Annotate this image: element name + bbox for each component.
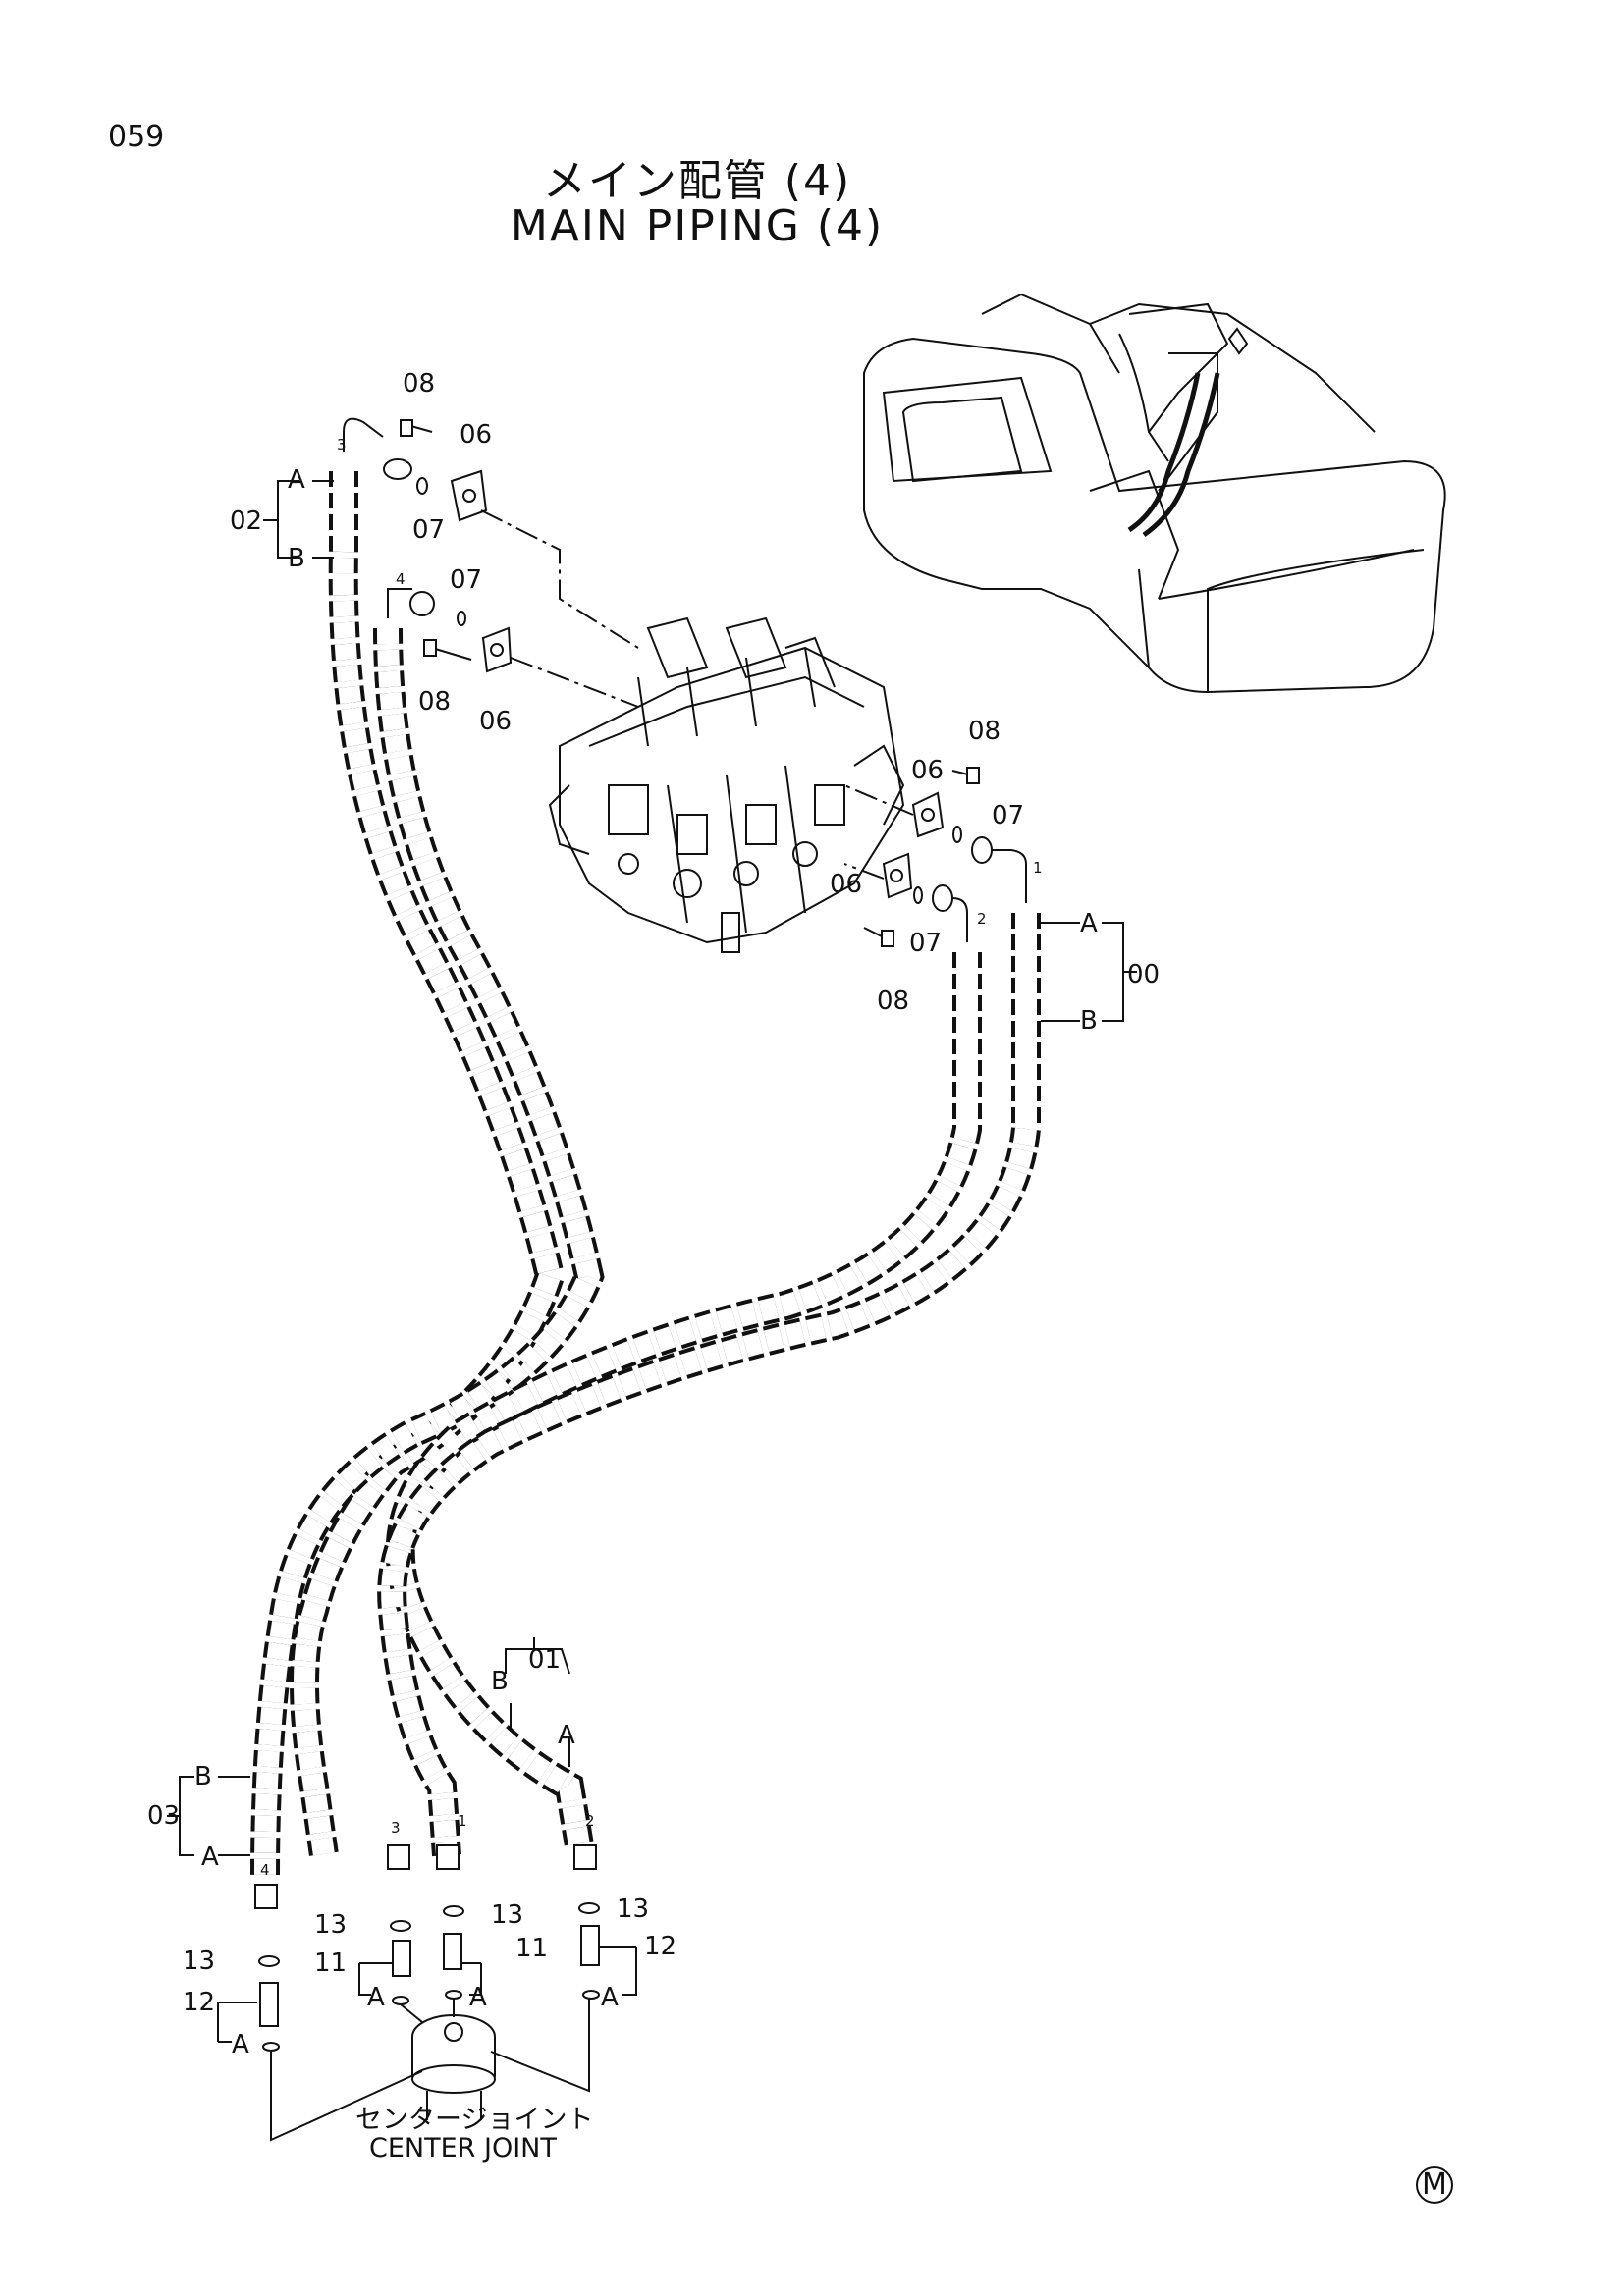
callout-00: 00 (1127, 960, 1161, 989)
hose-number-3-top: 3 (337, 436, 347, 454)
label-a-12-right: A (601, 1983, 619, 2012)
hoses (250, 471, 1041, 1876)
callout-07-right: 07 (992, 801, 1025, 830)
center-joint-leaders (270, 1998, 590, 2142)
hose-number-4-bottom: 4 (260, 1861, 270, 1879)
callout-07-lower: 07 (909, 929, 943, 958)
label-a-12-left: A (232, 2030, 249, 2059)
callout-06-top: 06 (460, 420, 493, 450)
callout-13-right: 13 (617, 1895, 650, 1924)
label-a-00: A (1080, 909, 1098, 938)
center-joint (411, 2014, 496, 2120)
hose-number-1-top: 1 (1033, 859, 1043, 877)
callout-07-top: 07 (412, 515, 446, 545)
center-joint-label-en: CENTER JOINT (369, 2133, 557, 2163)
title-english: MAIN PIPING (4) (510, 201, 885, 251)
callout-06-right: 06 (911, 756, 945, 785)
control-valve (548, 616, 905, 953)
flanges-and-bolts (400, 419, 980, 947)
callout-brackets (167, 480, 1137, 2043)
callout-13-mid: 13 (491, 1900, 524, 1930)
callout-06-mid: 06 (479, 707, 513, 736)
title-japanese: メイン配管 (4) (542, 156, 852, 206)
callout-03: 03 (147, 1801, 181, 1831)
hose-number-1-bottom: 1 (458, 1812, 467, 1830)
hose-end-fittings (254, 417, 1027, 1909)
bottom-fittings (258, 1902, 600, 2052)
callout-11-left: 11 (314, 1949, 348, 1978)
callout-11-right: 11 (515, 1934, 549, 1963)
label-a-03: A (201, 1842, 219, 1872)
callout-08-lower: 08 (877, 987, 910, 1016)
page-number: 059 (108, 120, 165, 154)
footer-mark: M (1416, 2166, 1453, 2204)
center-joint-label-jp: センタージョイント (355, 2105, 594, 2135)
hose-number-4-top: 4 (396, 570, 406, 588)
label-b-01: B (491, 1667, 509, 1696)
callout-07-mid: 07 (450, 565, 483, 595)
callout-08-top: 08 (403, 369, 436, 399)
label-b-02: B (288, 544, 305, 573)
callout-02: 02 (230, 507, 263, 536)
hose-number-2-bottom: 2 (585, 1812, 595, 1830)
callout-12-left: 12 (183, 1988, 216, 2017)
callout-06-lower: 06 (830, 870, 863, 899)
callout-13-far-left: 13 (183, 1947, 216, 1976)
callout-12-right: 12 (644, 1932, 677, 1961)
label-a-01: A (558, 1721, 575, 1750)
label-b-00: B (1080, 1006, 1098, 1036)
label-a-02: A (288, 465, 305, 495)
excavator-outline (863, 293, 1446, 694)
callout-08-mid: 08 (418, 687, 452, 717)
callout-01: 01 (528, 1645, 562, 1675)
callout-13-left: 13 (314, 1910, 348, 1940)
hose-number-3-bottom: 3 (391, 1819, 401, 1837)
label-b-03: B (194, 1762, 212, 1791)
leader-lines (480, 509, 914, 880)
hose-number-2-top: 2 (977, 910, 987, 928)
callout-08-right: 08 (968, 717, 1001, 746)
label-a-11-right: A (469, 1983, 487, 2012)
label-a-11-left: A (367, 1983, 385, 2012)
